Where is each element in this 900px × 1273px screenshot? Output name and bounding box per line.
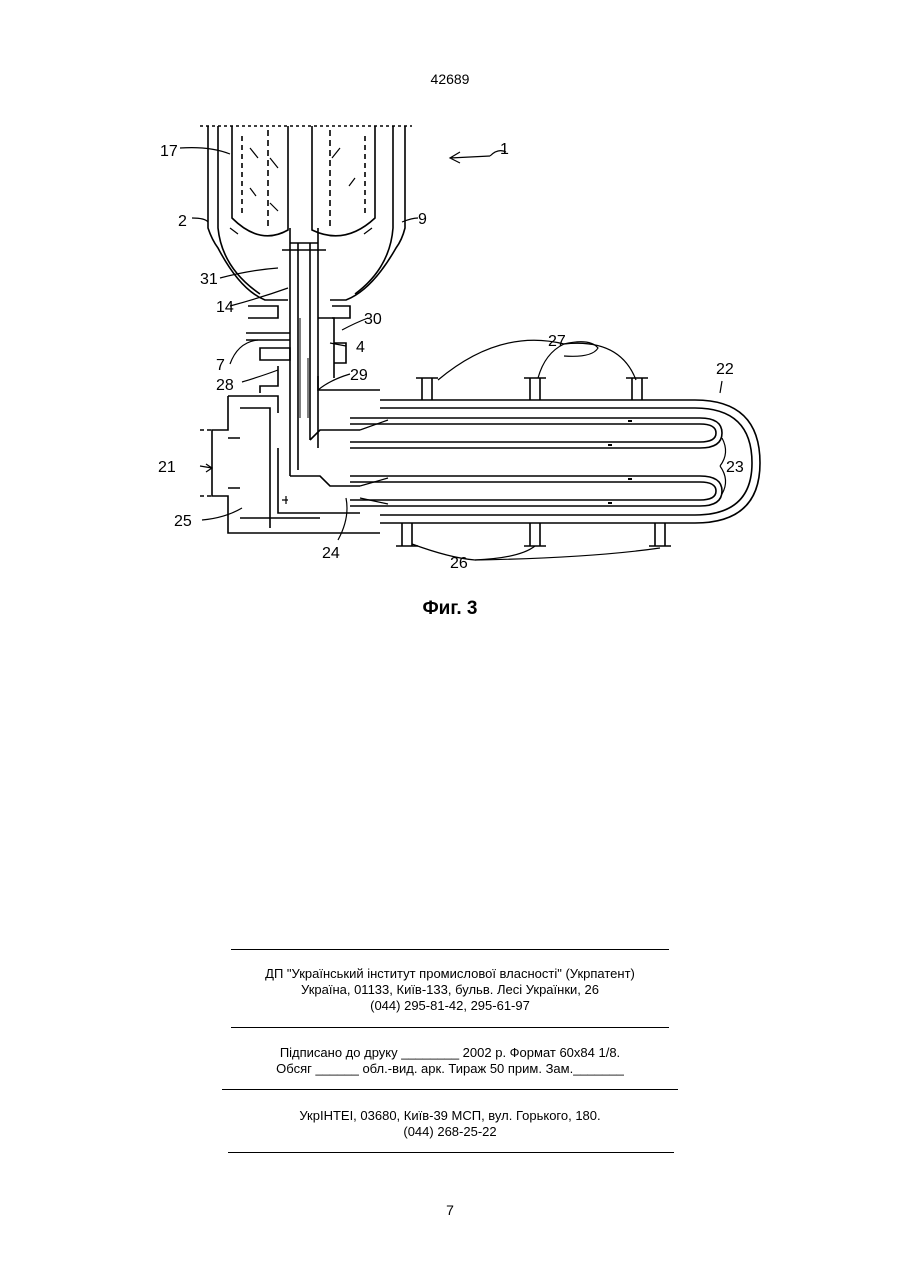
publisher-address: Україна, 01133, Київ-133, бульв. Лесі Ук… [0,982,900,998]
label-2: 2 [178,213,187,230]
publisher-name: ДП "Український інститут промислової вла… [0,966,900,982]
printer-address: УкрІНТЕІ, 03680, Київ-39 МСП, вул. Горьк… [0,1108,900,1124]
lower-nozzles [396,523,671,546]
figure-caption: Фиг. 3 [0,598,900,620]
label-9: 9 [418,211,427,228]
divider-1 [231,949,669,950]
upper-nozzles [416,378,648,400]
label-22: 22 [716,361,734,378]
divider-3 [222,1089,678,1090]
leader-lines [180,148,726,560]
label-14: 14 [216,299,234,316]
label-28: 28 [216,377,234,394]
label-21: 21 [158,459,176,476]
divider-4 [228,1152,674,1153]
publisher-phone: (044) 295-81-42, 295-61-97 [0,998,900,1014]
heat-exchanger [350,400,760,523]
vessel-outline [200,126,412,300]
label-1: 1 [500,141,509,158]
divider-2 [231,1027,669,1028]
printer-phone: (044) 268-25-22 [0,1124,900,1140]
document-number: 42689 [0,71,900,87]
print-signed-line: Підписано до друку ________ 2002 р. Форм… [0,1045,900,1061]
label-29: 29 [350,367,368,384]
label-25: 25 [174,513,192,530]
label-27: 27 [548,333,566,350]
central-pipe [282,228,326,476]
label-17: 17 [160,143,178,160]
patent-figure-drawing: 17 2 9 1 31 14 30 4 7 28 29 27 22 23 21 … [150,118,770,578]
label-7: 7 [216,357,225,374]
page-number: 7 [0,1202,900,1218]
label-24: 24 [322,545,340,562]
reference-numerals: 17 2 9 1 31 14 30 4 7 28 29 27 22 23 21 … [158,141,744,572]
label-26: 26 [450,555,468,572]
label-23: 23 [726,459,744,476]
label-31: 31 [200,271,218,288]
label-30: 30 [364,311,382,328]
publisher-block: ДП "Український інститут промислової вла… [0,966,900,1014]
printer-block: УкрІНТЕІ, 03680, Київ-39 МСП, вул. Горьк… [0,1108,900,1140]
print-volume-line: Обсяг ______ обл.-вид. арк. Тираж 50 при… [0,1061,900,1077]
label-4: 4 [356,339,365,356]
print-details-block: Підписано до друку ________ 2002 р. Форм… [0,1045,900,1077]
